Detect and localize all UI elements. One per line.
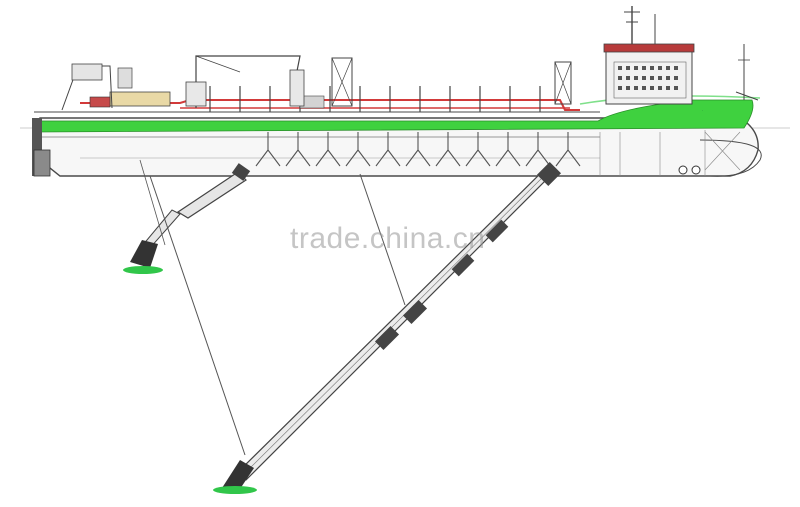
hopper-door bbox=[315, 132, 341, 167]
window bbox=[674, 76, 678, 80]
window bbox=[618, 86, 622, 90]
ship-name-plate: · bbox=[702, 108, 703, 113]
window bbox=[650, 86, 654, 90]
hopper-doors bbox=[255, 132, 581, 167]
window bbox=[666, 86, 670, 90]
aft-drag-head-pad bbox=[123, 266, 163, 274]
forward-suction-pipe bbox=[213, 161, 562, 494]
hopper-door bbox=[405, 132, 431, 167]
window bbox=[674, 66, 678, 70]
hopper-door bbox=[255, 132, 281, 167]
hopper-door bbox=[285, 132, 311, 167]
window bbox=[658, 76, 662, 80]
window bbox=[658, 66, 662, 70]
hopper-door bbox=[375, 132, 401, 167]
window bbox=[642, 66, 646, 70]
deck-pipework bbox=[61, 55, 761, 112]
window bbox=[650, 76, 654, 80]
hopper-door bbox=[435, 132, 461, 167]
window bbox=[618, 66, 622, 70]
window bbox=[642, 86, 646, 90]
window bbox=[626, 86, 630, 90]
superstructure bbox=[603, 6, 759, 105]
window bbox=[666, 66, 670, 70]
machinery-block bbox=[109, 91, 171, 107]
window bbox=[658, 86, 662, 90]
hull bbox=[32, 99, 762, 177]
hopper-door bbox=[495, 132, 521, 167]
hopper-door bbox=[525, 132, 551, 167]
window bbox=[642, 76, 646, 80]
window bbox=[666, 76, 670, 80]
window bbox=[634, 76, 638, 80]
window bbox=[634, 66, 638, 70]
window bbox=[634, 86, 638, 90]
forward-drag-head-pad bbox=[213, 486, 257, 494]
window bbox=[618, 76, 622, 80]
forward-drag-head bbox=[222, 460, 254, 492]
window bbox=[674, 86, 678, 90]
hopper-door bbox=[345, 132, 371, 167]
window bbox=[650, 66, 654, 70]
hopper-door bbox=[465, 132, 491, 167]
window bbox=[626, 66, 630, 70]
hopper-door bbox=[555, 132, 581, 167]
aft-drag-head bbox=[130, 240, 158, 268]
window bbox=[626, 76, 630, 80]
aft-suction-pipe bbox=[123, 159, 251, 456]
